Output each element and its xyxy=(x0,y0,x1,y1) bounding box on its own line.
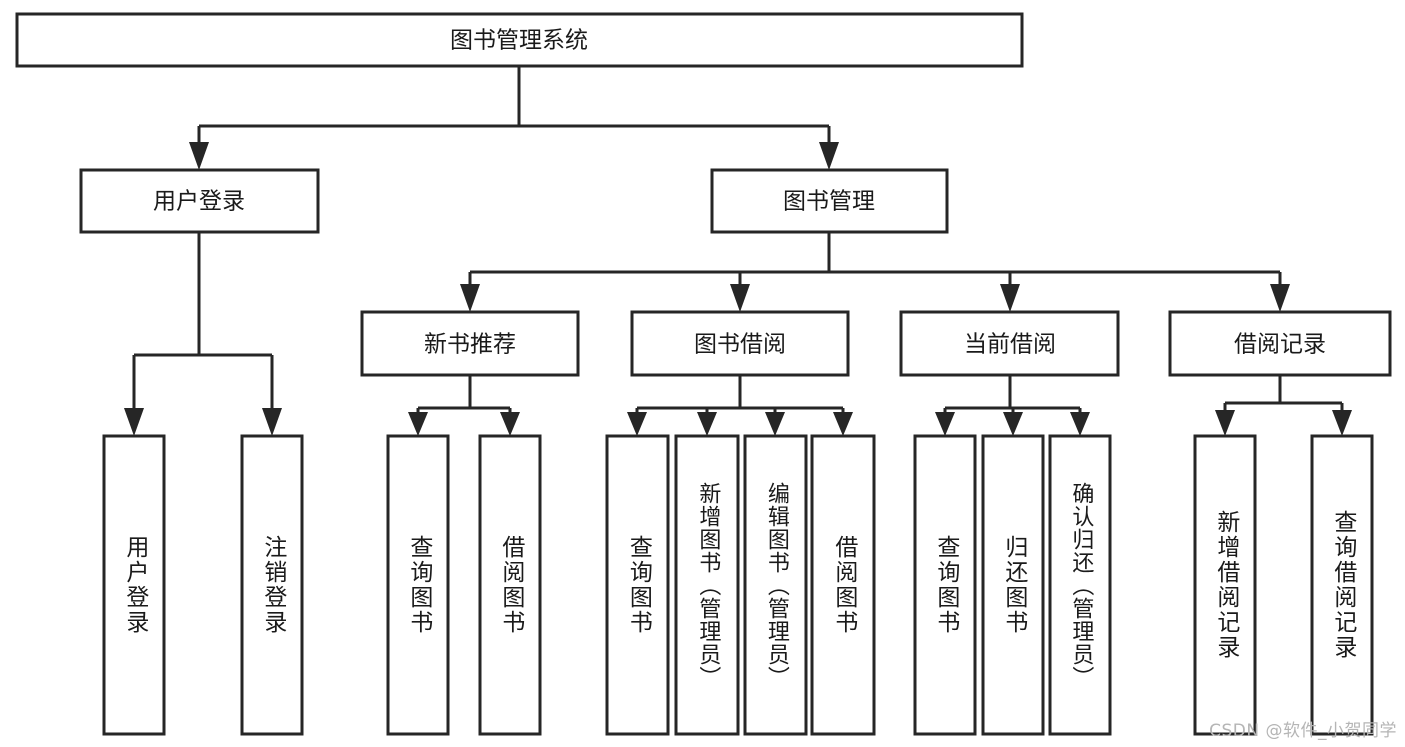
watermark-text: CSDN @软件_小贺同学 xyxy=(1209,721,1397,741)
leaf-borrow-book-box[interactable] xyxy=(810,434,876,736)
node-borrow-records-box[interactable] xyxy=(1168,310,1392,377)
node-book-manage-label: 图书管理 xyxy=(783,189,875,215)
node-new-book-recommend-label: 新书推荐 xyxy=(424,332,516,358)
leaf-edit-book-box[interactable] xyxy=(743,434,808,736)
connector-user-login-to-leaves xyxy=(124,232,282,436)
leaf-query-book-recommend-box[interactable] xyxy=(386,434,450,736)
connector-new-book-to-leaves xyxy=(408,375,520,436)
leaf-return-book-box[interactable] xyxy=(981,434,1045,736)
leaf-confirm-return-box[interactable] xyxy=(1048,434,1112,736)
node-user-login-label: 用户登录 xyxy=(153,189,245,215)
connector-book-borrow-to-leaves xyxy=(627,375,853,436)
connector-borrow-records-to-leaves xyxy=(1215,375,1352,436)
node-current-borrow-label: 当前借阅 xyxy=(964,332,1056,358)
leaf-query-borrow-record-box[interactable] xyxy=(1310,434,1374,736)
node-root-box[interactable] xyxy=(15,12,1024,68)
leaf-user-login-box[interactable] xyxy=(102,434,166,736)
leaf-query-book-current-box[interactable] xyxy=(913,434,977,736)
leaf-add-borrow-record-box[interactable] xyxy=(1193,434,1257,736)
node-book-borrow-box[interactable] xyxy=(630,310,850,377)
connector-book-manage-to-level3 xyxy=(460,232,1290,312)
leaf-borrow-book-recommend-box[interactable] xyxy=(478,434,542,736)
node-current-borrow-box[interactable] xyxy=(899,310,1120,377)
node-new-book-recommend-box[interactable] xyxy=(360,310,580,377)
connector-current-borrow-to-leaves xyxy=(935,375,1090,436)
leaf-add-book-box[interactable] xyxy=(674,434,740,736)
node-book-borrow-label: 图书借阅 xyxy=(694,332,786,358)
leaf-query-book-borrow-box[interactable] xyxy=(605,434,670,736)
node-user-login-box[interactable] xyxy=(79,168,320,234)
node-book-manage-box[interactable] xyxy=(710,168,949,234)
node-root-label: 图书管理系统 xyxy=(450,28,588,54)
leaf-user-logout-box[interactable] xyxy=(240,434,304,736)
connector-root-to-level2 xyxy=(189,66,839,170)
node-borrow-records-label: 借阅记录 xyxy=(1234,332,1326,358)
